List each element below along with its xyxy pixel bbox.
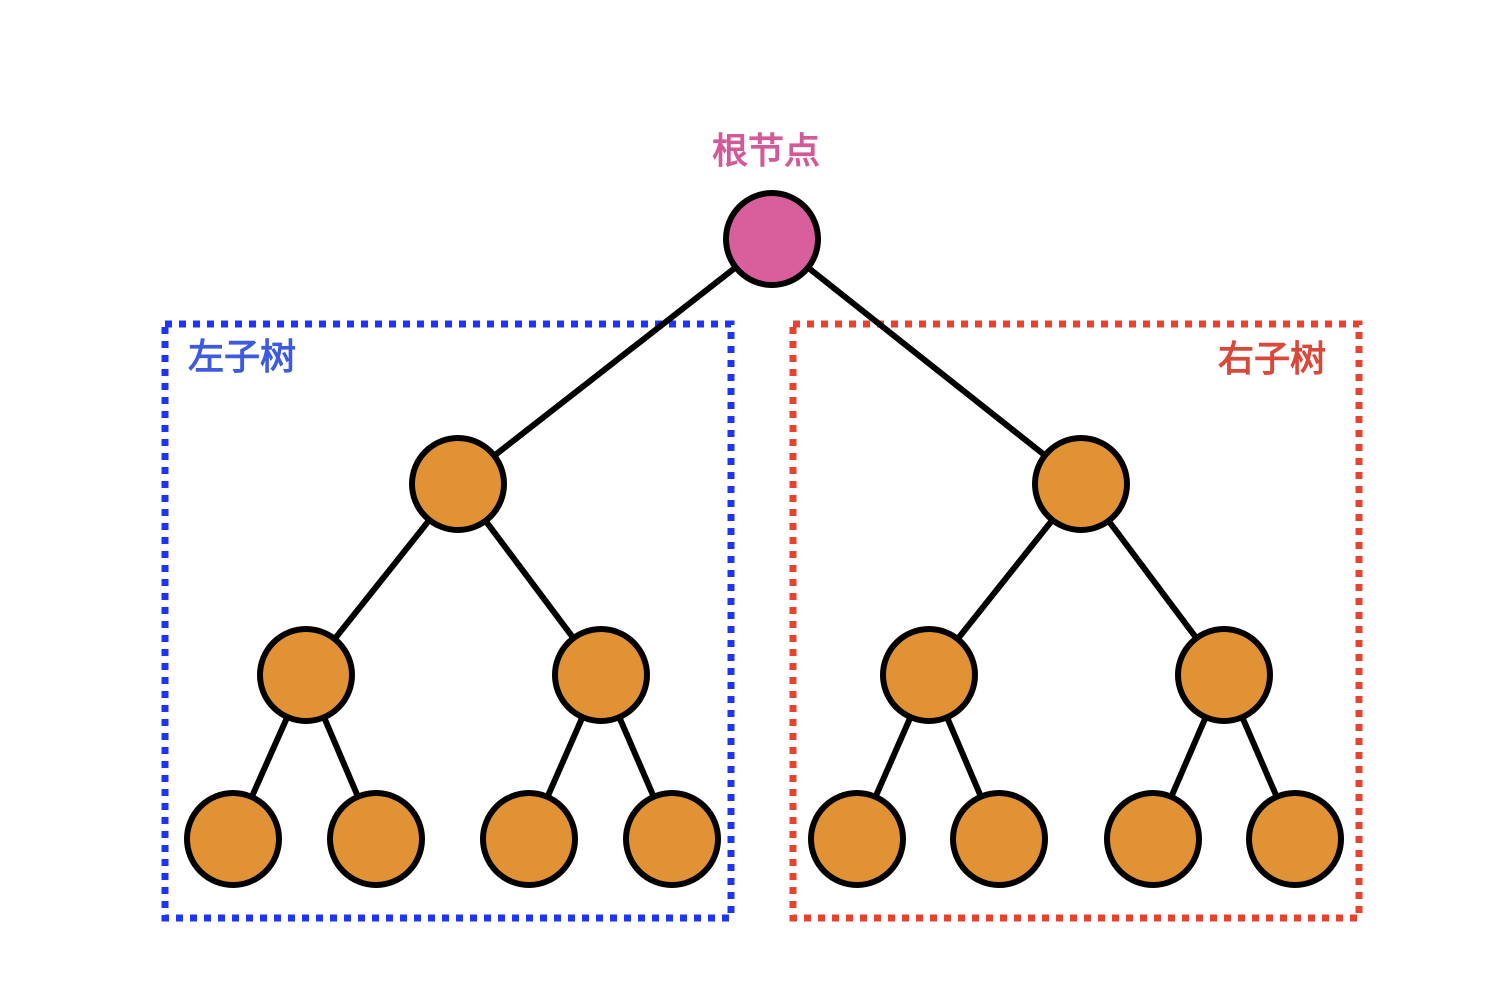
left-subtree-label: 左子树 (188, 337, 297, 378)
root-node (723, 190, 821, 288)
edge-root-L (456, 236, 774, 487)
tree-node-RR (1175, 626, 1273, 724)
tree-node-LRL (480, 790, 578, 888)
tree-node-L (409, 435, 507, 533)
tree-node-RLR (950, 790, 1048, 888)
tree-node-RL (880, 626, 978, 724)
tree-node-RRR (1246, 790, 1344, 888)
tree-nodes (184, 190, 1344, 888)
tree-node-LR (552, 626, 650, 724)
tree-node-R (1032, 435, 1130, 533)
tree-node-LL (257, 626, 355, 724)
tree-node-LLL (184, 790, 282, 888)
tree-node-RRL (1104, 790, 1202, 888)
tree-edges (230, 236, 1298, 841)
root-node-label: 根节点 (712, 131, 821, 172)
right-subtree-label: 右子树 (1218, 339, 1327, 380)
tree-node-LRR (623, 790, 721, 888)
right-subtree-box (789, 320, 1363, 922)
tree-node-RLL (808, 790, 906, 888)
tree-node-LLR (327, 790, 425, 888)
left-subtree-box (161, 320, 735, 922)
edge-root-R (770, 236, 1083, 487)
